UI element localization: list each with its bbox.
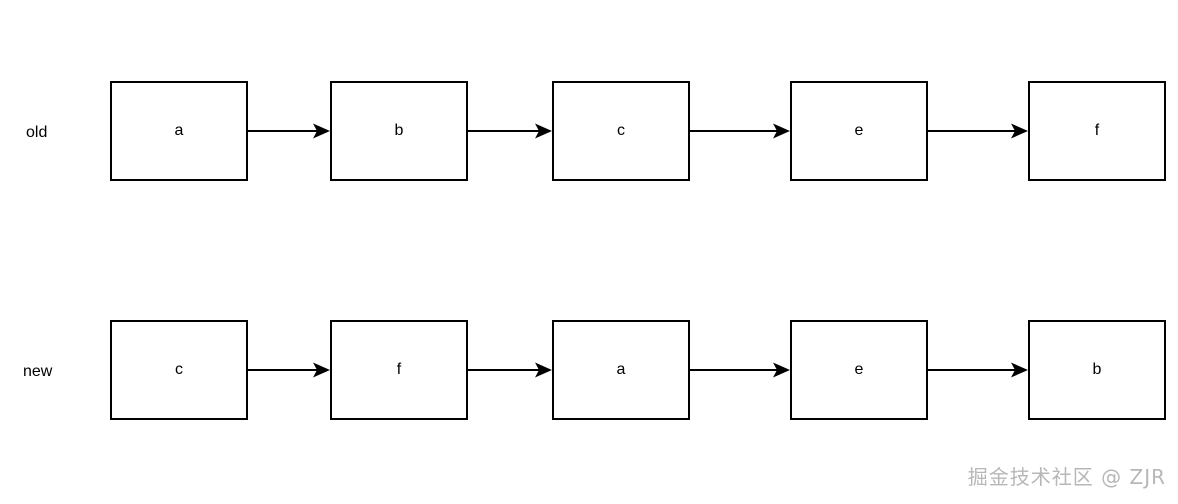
node-label-old-2: c xyxy=(617,122,625,139)
node-box-old-4: f xyxy=(1028,81,1166,181)
node-box-new-4: b xyxy=(1028,320,1166,420)
node-box-old-1: b xyxy=(330,81,468,181)
node-label-new-4: b xyxy=(1092,361,1102,378)
arrow-new-f-to-a-icon xyxy=(468,359,552,381)
node-box-new-1: f xyxy=(330,320,468,420)
node-box-new-3: e xyxy=(790,320,928,420)
node-label-old-3: e xyxy=(854,122,864,139)
node-box-old-3: e xyxy=(790,81,928,181)
arrow-new-a-to-e-icon xyxy=(690,359,790,381)
node-box-new-0: c xyxy=(110,320,248,420)
node-label-new-1: f xyxy=(396,361,402,378)
arrow-old-b-to-c-icon xyxy=(468,120,552,142)
node-box-old-2: c xyxy=(552,81,690,181)
arrow-new-c-to-f-icon xyxy=(248,359,330,381)
arrow-old-a-to-b-icon xyxy=(248,120,330,142)
row-label-old: old xyxy=(26,124,48,141)
node-label-old-4: f xyxy=(1094,122,1100,139)
row-label-new: new xyxy=(23,363,53,380)
node-label-old-0: a xyxy=(174,122,184,139)
node-label-old-1: b xyxy=(394,122,404,139)
arrow-old-c-to-e-icon xyxy=(690,120,790,142)
arrow-new-e-to-b-icon xyxy=(928,359,1028,381)
watermark: 掘金技术社区 @ ZJR xyxy=(967,465,1166,489)
node-label-new-3: e xyxy=(854,361,864,378)
node-label-new-0: c xyxy=(175,361,183,378)
arrow-old-e-to-f-icon xyxy=(928,120,1028,142)
node-box-new-2: a xyxy=(552,320,690,420)
node-label-new-2: a xyxy=(616,361,626,378)
node-box-old-0: a xyxy=(110,81,248,181)
